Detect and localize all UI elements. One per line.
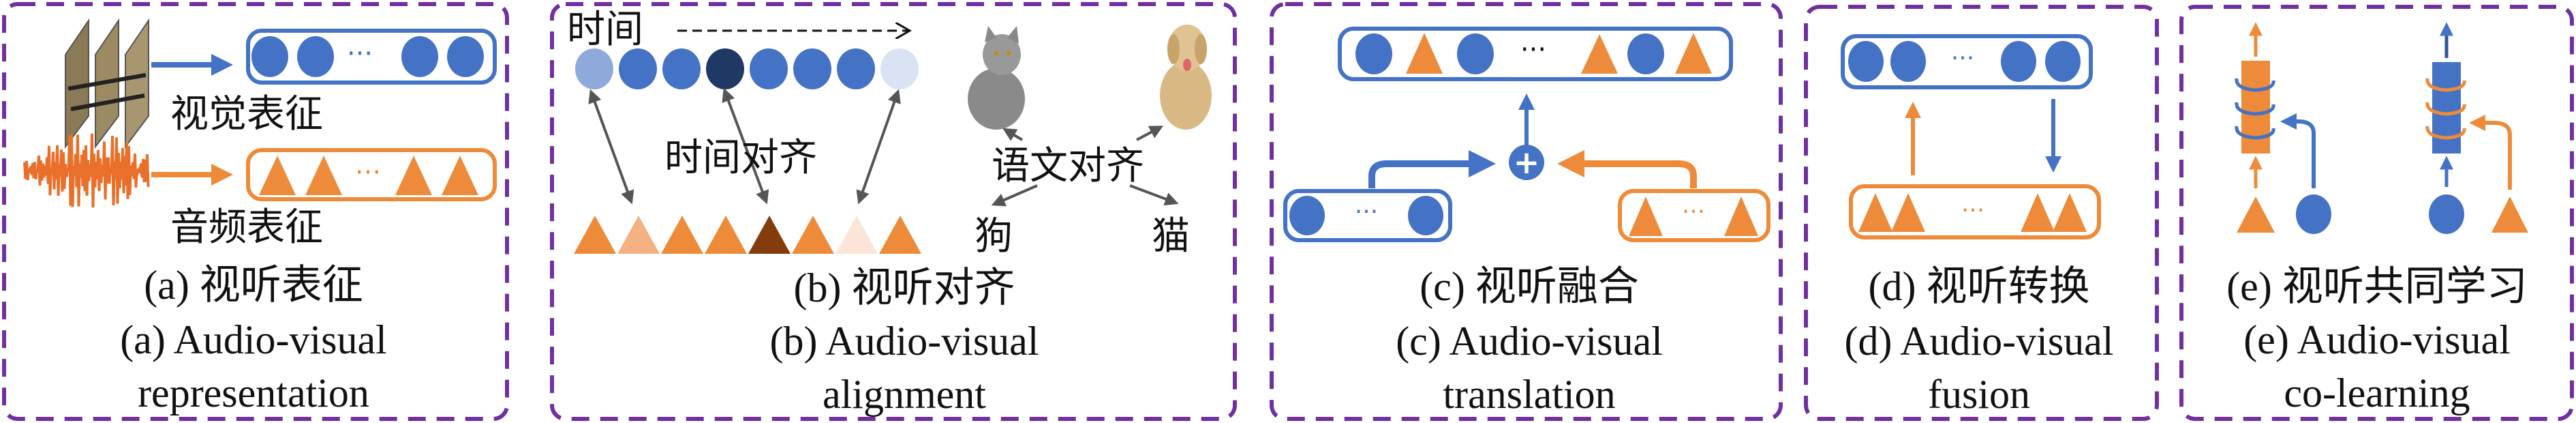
caption-en-line1: (a) Audio-visual bbox=[120, 317, 387, 362]
visual-input-box bbox=[1283, 189, 1452, 242]
caption-zh: (c) 视听融合 bbox=[1420, 264, 1639, 309]
cat-image bbox=[968, 26, 1025, 130]
audio-frame-triangle bbox=[748, 216, 791, 254]
visual-frame-circle bbox=[880, 48, 919, 89]
caption-en-line2: translation bbox=[1443, 372, 1615, 417]
panel-c-border bbox=[1270, 2, 1783, 421]
visual-frame-circle bbox=[662, 48, 701, 89]
caption-en-line1: (e) Audio-visual bbox=[2243, 317, 2511, 362]
audio-frame-triangle bbox=[835, 216, 878, 254]
caption-en-line1: (d) Audio-visual bbox=[1845, 319, 2114, 364]
caption-zh: (e) 视听共同学习 bbox=[2226, 264, 2528, 309]
temporal-alignment-arrows bbox=[588, 87, 901, 205]
visual-feature-box bbox=[246, 29, 497, 85]
semantic-alignment-arrows bbox=[991, 126, 1179, 207]
ellipsis: ··· bbox=[347, 38, 373, 70]
panel-a-representation: ··· 视觉表征 ··· 音频表征 (a) 视听表征 (a) Audio-vis… bbox=[2, 2, 509, 421]
dog-label: 狗 bbox=[975, 214, 1013, 259]
ellipsis: ··· bbox=[355, 157, 381, 188]
audio-sequence bbox=[574, 216, 921, 254]
caption-en-line1: (c) Audio-visual bbox=[1396, 319, 1663, 364]
caption-zh: (b) 视听对齐 bbox=[794, 265, 1015, 310]
caption-zh: (d) 视听转换 bbox=[1869, 264, 2090, 309]
audio-frame-triangle bbox=[792, 216, 834, 254]
dog-image bbox=[1160, 25, 1212, 130]
visual-model-column bbox=[2425, 22, 2528, 234]
panel-b-border bbox=[550, 2, 1237, 421]
fused-feature-elements bbox=[1355, 33, 1712, 74]
temporal-alignment-label: 时间对齐 bbox=[664, 136, 817, 180]
video-frames-image bbox=[65, 18, 149, 149]
audio-feature-triangles bbox=[259, 156, 478, 195]
ellipsis: ··· bbox=[1961, 196, 1984, 224]
visual-sequence bbox=[575, 48, 919, 89]
add-operator-icon bbox=[1509, 145, 1544, 180]
visual-representation-label: 视觉表征 bbox=[170, 92, 323, 136]
ellipsis: ··· bbox=[1682, 198, 1705, 226]
caption-en-line2: alignment bbox=[823, 372, 986, 417]
visual-frame-circle bbox=[793, 48, 831, 89]
ellipsis: ··· bbox=[1951, 44, 1974, 72]
caption-zh: (a) 视听表征 bbox=[144, 263, 363, 308]
fused-feature-box bbox=[1338, 27, 1733, 81]
audio-model-column bbox=[2235, 22, 2331, 234]
cat-label: 猫 bbox=[1152, 214, 1190, 259]
visual-feature-box bbox=[1841, 34, 2093, 89]
visual-frame-circle bbox=[750, 48, 788, 89]
panel-e-co-learning: (e) 视听共同学习 (e) Audio-visual co-learning bbox=[2179, 5, 2574, 421]
ellipsis: ··· bbox=[1520, 34, 1546, 65]
panel-c-translation: ··· + ··· ··· (c) 视听融合 (c) Audio-visual … bbox=[1270, 2, 1783, 421]
audio-to-fusion-arrow bbox=[1557, 150, 1697, 188]
visual-to-fusion-arrow bbox=[1368, 150, 1496, 188]
caption-en-line2: co-learning bbox=[2284, 370, 2470, 415]
audio-waveform-image bbox=[23, 133, 150, 208]
audio-feature-box bbox=[246, 148, 497, 201]
panel-d-fusion: ··· ··· (d) 视听转换 (d) Audio-visual fusion bbox=[1804, 5, 2159, 421]
audio-feature-box bbox=[1849, 184, 2101, 239]
audio-frame-triangle bbox=[705, 216, 747, 254]
audio-frame-triangle bbox=[661, 216, 703, 254]
caption-en-line2: representation bbox=[138, 370, 369, 415]
audio-representation-label: 音频表征 bbox=[170, 205, 323, 250]
panel-e-border bbox=[2179, 5, 2574, 421]
visual-frame-circle bbox=[619, 48, 657, 89]
panel-b-alignment: 时间 时间对齐 语文对齐 狗 猫 (b) bbox=[550, 2, 1237, 421]
plus-symbol: + bbox=[1514, 144, 1540, 181]
visual-frame-circle bbox=[837, 48, 875, 89]
visual-frame-circle bbox=[575, 48, 613, 89]
audio-frame-triangle bbox=[617, 216, 660, 254]
visual-feature-circles bbox=[251, 36, 484, 77]
visual-frame-circle bbox=[706, 48, 744, 89]
semantic-alignment-label: 语文对齐 bbox=[992, 144, 1144, 188]
audio-input-box bbox=[1618, 189, 1770, 242]
audio-frame-triangle bbox=[574, 216, 616, 254]
caption-en-line1: (b) Audio-visual bbox=[770, 319, 1039, 364]
caption-en-line2: fusion bbox=[1928, 372, 2030, 417]
ellipsis: ··· bbox=[1355, 198, 1378, 226]
panel-a-border bbox=[2, 2, 509, 421]
audio-frame-triangle bbox=[879, 216, 921, 254]
time-label: 时间 bbox=[567, 8, 643, 52]
